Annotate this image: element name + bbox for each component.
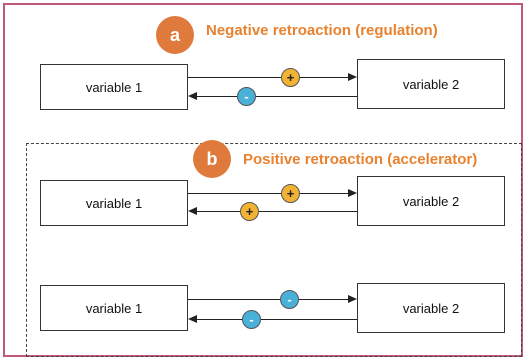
section-b-row1-back-arrowhead <box>188 207 197 215</box>
section-b-row2-forward-sign: - <box>280 290 299 309</box>
section-a-variable-2-box: variable 2 <box>357 59 505 109</box>
section-b-row1-back-sign: + <box>240 202 259 221</box>
section-a-forward-arrowhead <box>348 73 357 81</box>
section-a-back-arrow <box>197 96 357 97</box>
section-b-row1-forward-arrow <box>188 193 348 194</box>
section-b-row2-variable-2-box: variable 2 <box>357 283 505 333</box>
section-a-forward-arrow <box>188 77 348 78</box>
section-b-row1-variable-2-box: variable 2 <box>357 176 505 226</box>
section-a-variable-1-box: variable 1 <box>40 64 188 110</box>
section-b-row2-forward-arrow <box>188 299 348 300</box>
section-b-row2-forward-arrowhead <box>348 295 357 303</box>
section-b-row2-variable-1-box: variable 1 <box>40 285 188 331</box>
badge-b: b <box>193 140 231 178</box>
section-a-back-arrowhead <box>188 92 197 100</box>
section-b-row1-back-arrow <box>197 211 357 212</box>
section-a-forward-sign: + <box>281 68 300 87</box>
section-b-row1-forward-arrowhead <box>348 189 357 197</box>
badge-a: a <box>156 16 194 54</box>
section-a-back-sign: - <box>237 87 256 106</box>
section-b-title: Positive retroaction (accelerator) <box>243 151 478 168</box>
section-a-title: Negative retroaction (regulation) <box>206 22 438 39</box>
section-b-row1-forward-sign: + <box>281 184 300 203</box>
section-b-dashed-border <box>26 143 522 357</box>
section-b-row2-back-arrowhead <box>188 315 197 323</box>
section-b-row1-variable-1-box: variable 1 <box>40 180 188 226</box>
section-b-row2-back-arrow <box>197 319 357 320</box>
section-b-row2-back-sign: - <box>242 310 261 329</box>
